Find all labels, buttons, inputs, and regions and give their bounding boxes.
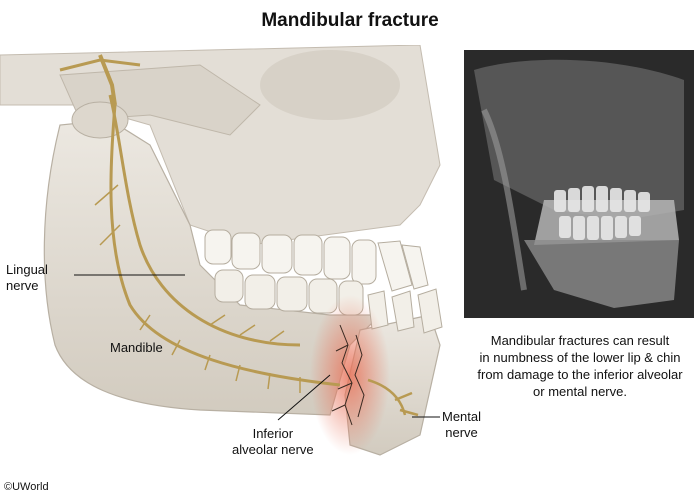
page-title: Mandibular fracture: [261, 10, 439, 31]
lingual-nerve: [108, 94, 301, 347]
fracture-lines: [331, 324, 365, 426]
mandible-label: Mandible: [110, 340, 163, 355]
xray-image: [464, 50, 694, 318]
nerve-branches: [94, 184, 301, 393]
lingual-nerve-label: Lingual nerve: [6, 262, 48, 293]
upper-teeth: [204, 229, 429, 292]
condyle: [71, 101, 129, 139]
mental-nerve-label: Mental nerve: [442, 409, 482, 440]
nerve-trunk: [98, 54, 117, 106]
credit: ©UWorld: [4, 481, 49, 493]
inferior-alveolar-nerve: [109, 104, 341, 387]
inferior-alveolar-leader: [277, 374, 331, 421]
orbit-shadow: [260, 50, 400, 120]
lower-teeth: [214, 269, 443, 334]
mandible-illustration: [0, 45, 443, 456]
mental-nerve: [367, 378, 419, 417]
caption: Mandibular fractures can result in numbn…: [477, 333, 683, 399]
fracture-glow: [310, 295, 390, 455]
inferior-alveolar-nerve-label: Inferior alveolar nerve: [232, 426, 314, 457]
